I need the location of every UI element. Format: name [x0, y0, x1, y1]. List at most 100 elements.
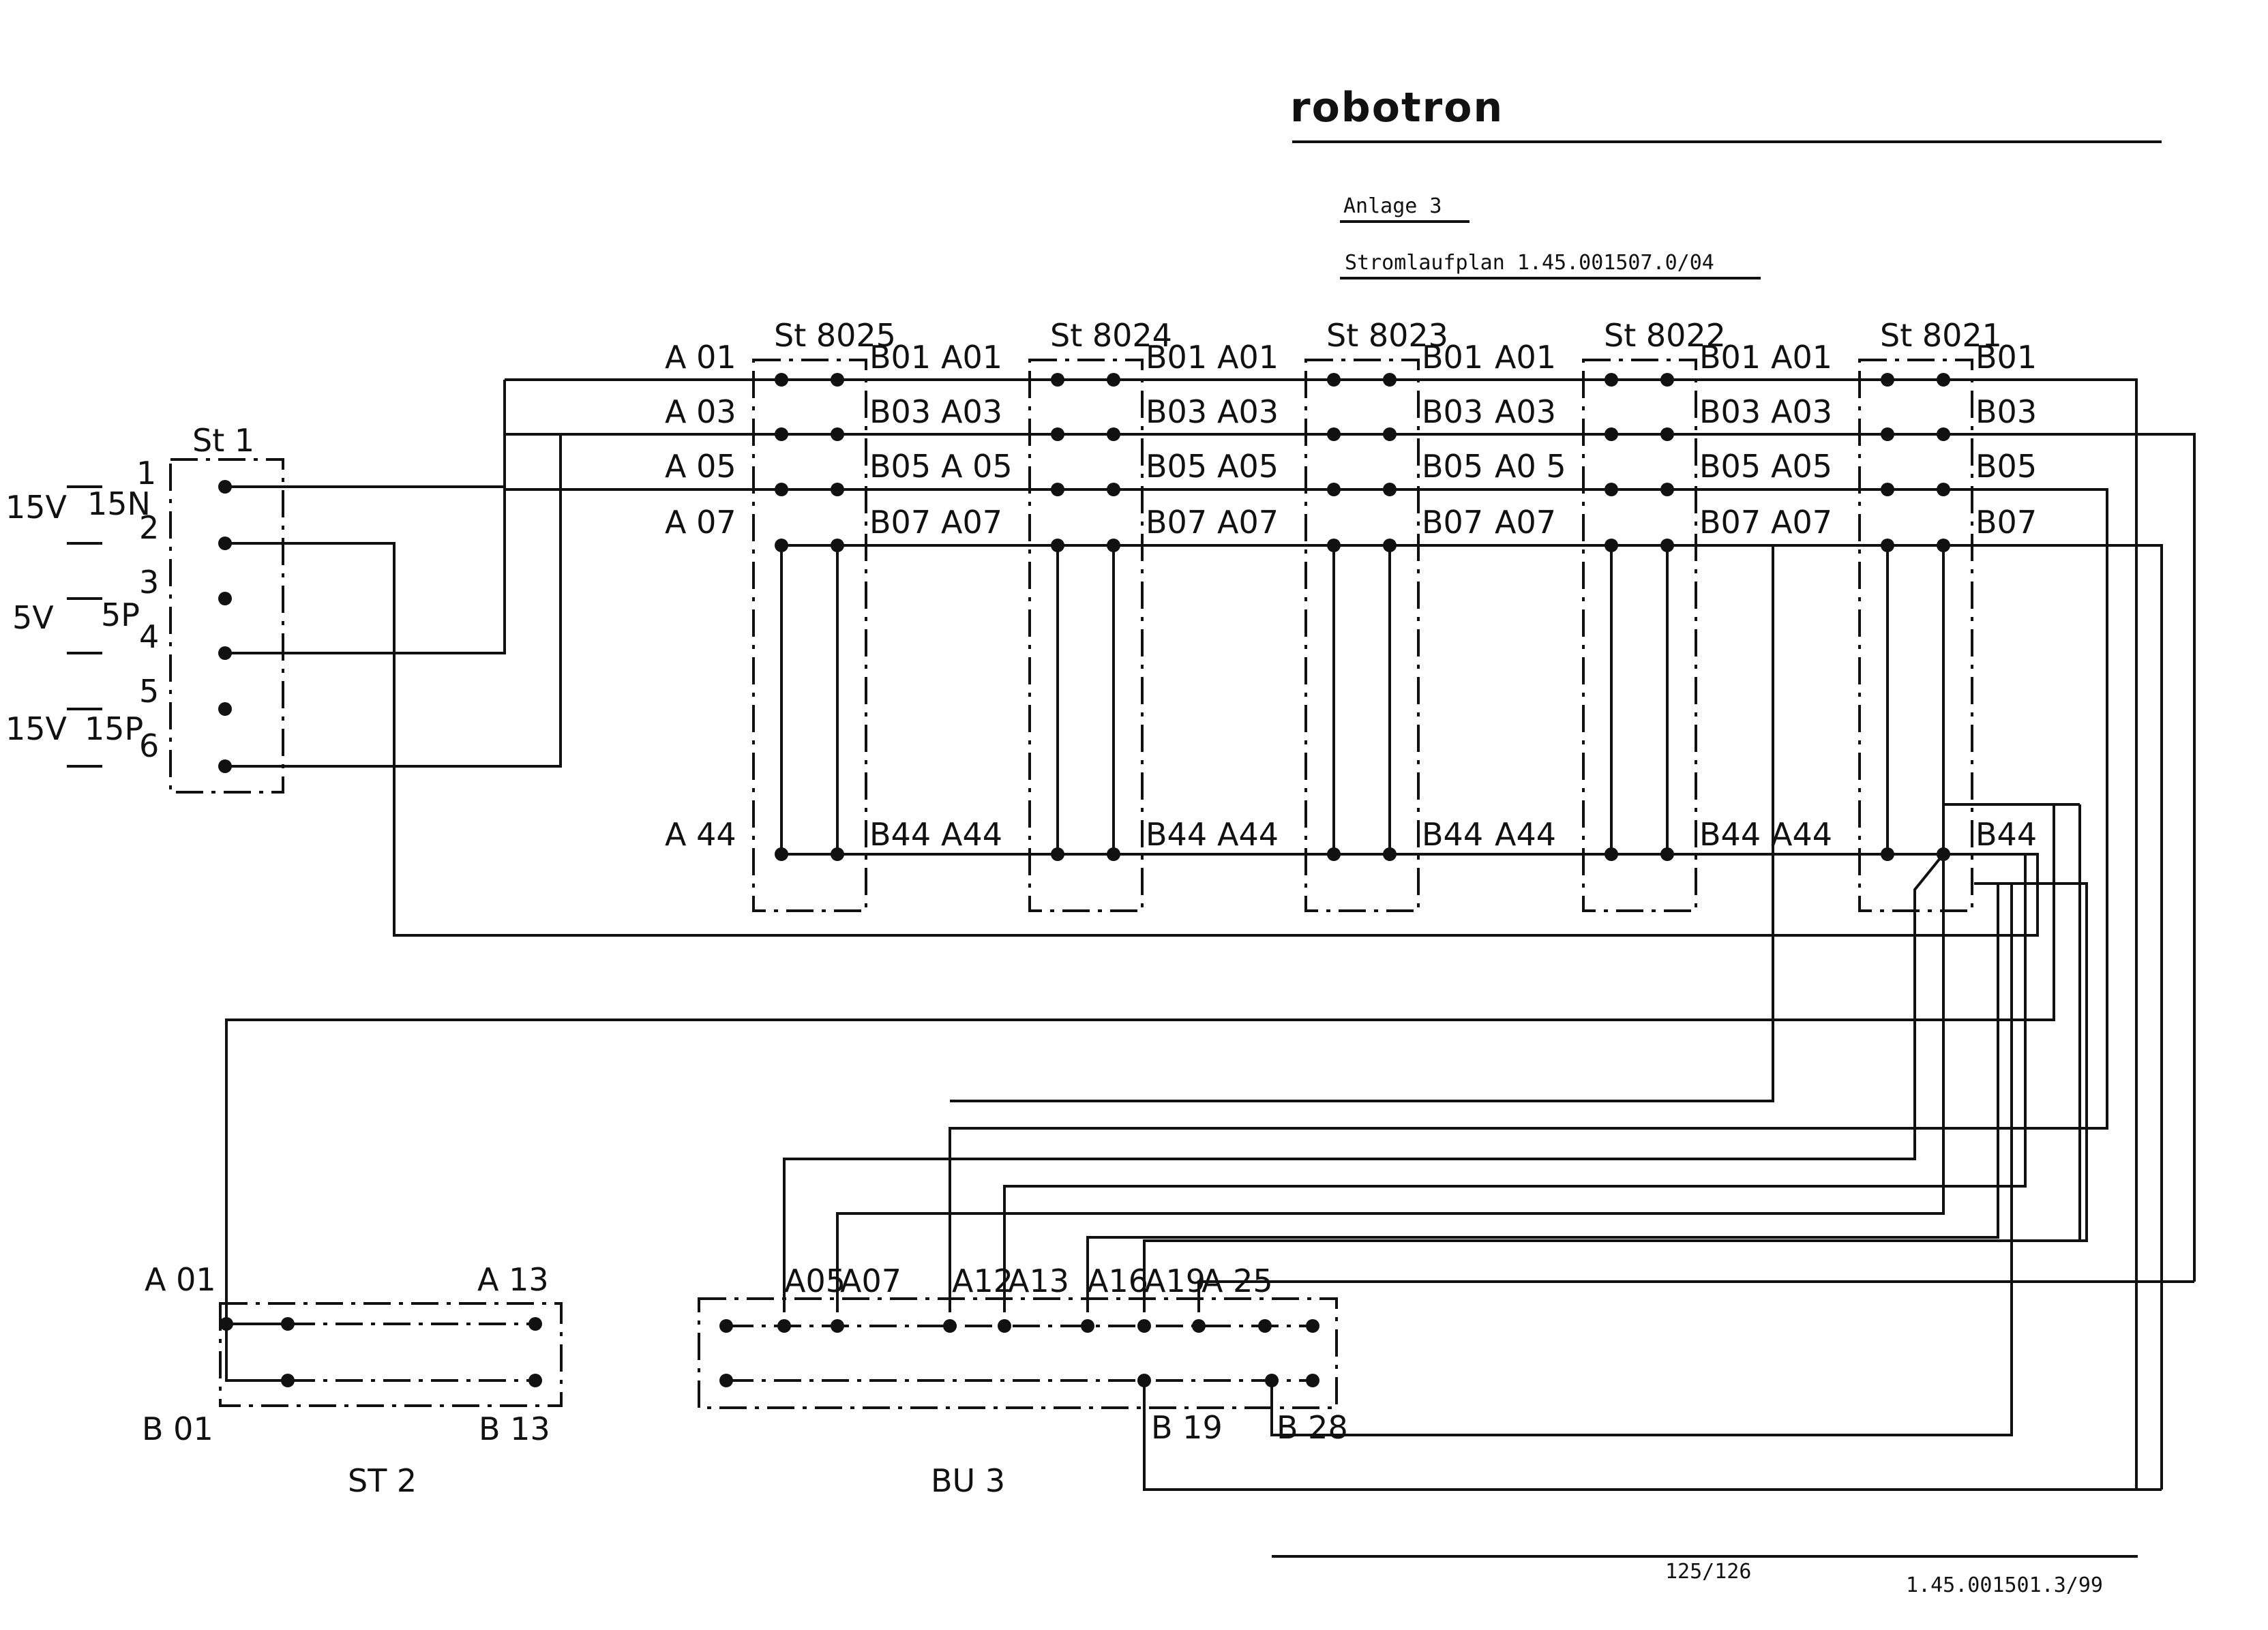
wire-bu3-a16 [1086, 884, 1999, 1312]
slot-b-pin-label: B01 [869, 339, 931, 376]
wire-bu3-a13 [1003, 854, 2027, 1312]
slot-a-pin-label: A07 [1217, 504, 1279, 541]
feed-15p [225, 434, 562, 768]
slot-b-pin-label: B03 [1422, 393, 1483, 430]
voltage-15p-label: 15P [85, 710, 143, 747]
bu3-pin-a25: A 25 [1202, 1263, 1273, 1299]
bu3-pin-a13: A13 [1008, 1263, 1069, 1299]
voltage-5v-label: 5V [12, 599, 54, 636]
slot-b-pin-label: B44 [1422, 816, 1483, 853]
slot-name: St 8025 [774, 317, 896, 354]
feed-ground [225, 542, 2039, 937]
connector-bu3: A05 A07 A12 A13 A16 A19 A 25 B 19 B 28 B… [698, 1263, 1348, 1499]
st1-voltage-labels: 15V 15N 5V 5P 15V 15P [5, 485, 151, 747]
connector-st1: St 1 1 2 3 4 5 6 15V 15N 5V 5P 15V 15P [5, 422, 284, 794]
slot-frame [1304, 359, 1420, 912]
slot-b-pin-label: B03 [1975, 393, 2037, 430]
voltage-5p-label: 5P [101, 597, 140, 633]
slot-name: St 8023 [1326, 317, 1448, 354]
footer: 125/126 1.45.001501.3/99 [1272, 1555, 2138, 1597]
bu3-row-b-node [1265, 1374, 1279, 1387]
bu3-row-a-node [777, 1319, 791, 1333]
slot-frame [1028, 359, 1144, 912]
slot-a-pin-label: A01 [1495, 339, 1556, 376]
slot-a-pin-label: A03 [1771, 393, 1832, 430]
bus-line-03 [505, 433, 2196, 1282]
slot-a-pin-label: A07 [941, 504, 1002, 541]
wire-bu3-a07 [836, 854, 1945, 1312]
slot-a-pin-label: A03 [941, 393, 1002, 430]
slot-a-pin-label: A07 [1495, 504, 1556, 541]
page-number: 125/126 [1665, 1560, 1751, 1584]
plan-title: Stromlaufplan 1.45.001507.0/04 [1345, 251, 1714, 275]
bu3-nodes [719, 1319, 1319, 1387]
brand-logo: robotron [1290, 84, 1504, 132]
slot-b-pin-label: B03 [869, 393, 931, 430]
wire-bu3-a12-feed [950, 545, 1774, 1102]
bus-line-05 [505, 488, 2108, 1312]
slot-b-pin-label: B05 [1699, 448, 1761, 485]
bu3-row-a-node [831, 1319, 844, 1333]
slot-b-pin-label: B03 [1699, 393, 1761, 430]
slot-b-pin-label: B44 [869, 816, 931, 853]
bu3-pin-a12: A12 [952, 1263, 1013, 1299]
slot-name: St 8021 [1880, 317, 2002, 354]
st1-pin-node [218, 592, 232, 605]
feed-wires [225, 380, 2039, 937]
st1-pin-6: 6 [139, 727, 159, 764]
st2-node [220, 1317, 233, 1331]
wire-bu3-a19 [1143, 882, 2088, 1312]
bus-line-07 [781, 544, 2163, 1490]
bu3-pin-a07: A07 [840, 1263, 901, 1299]
slot-b-pin-label: B01 [1975, 339, 2037, 376]
st1-name: St 1 [192, 422, 254, 459]
bu3-row-a-node [943, 1319, 957, 1333]
slot-a-pin-label: A03 [1495, 393, 1556, 430]
bu3-frame [698, 1297, 1338, 1409]
st2-pin-a01: A 01 [145, 1261, 216, 1298]
slot-name: St 8024 [1050, 317, 1172, 354]
slot-a-pin-label: A 01 [665, 339, 736, 376]
wire-bu3-a25 [1197, 1280, 2194, 1312]
slot-frame [1582, 359, 1697, 912]
feed-5p [225, 380, 506, 654]
voltage-15v-b-label: 15V [5, 710, 68, 747]
slot-b-pin-label: B07 [869, 504, 931, 541]
bu3-row-a-node [1081, 1319, 1094, 1333]
wire-bu3-b19 [1143, 1380, 2162, 1491]
bu3-row-a-node [719, 1319, 733, 1333]
slot-a-pin-label: A 05 [665, 448, 736, 485]
slot-a-pin-label: A05 [1217, 448, 1279, 485]
voltage-15n-label: 15N [87, 485, 151, 522]
slot-a-pin-label: A 05 [941, 448, 1013, 485]
slot-b-pin-label: B01 [1422, 339, 1483, 376]
bu3-row-b-node [719, 1374, 733, 1387]
slot-b-pin-label: B07 [1146, 504, 1207, 541]
bu3-row-b-node [1137, 1374, 1151, 1387]
slot-b-pin-label: B05 [1146, 448, 1207, 485]
slot-b-pin-label: B03 [1146, 393, 1207, 430]
slot-frame [752, 359, 867, 912]
st1-pin-labels: 1 2 3 4 5 6 [136, 455, 159, 764]
document-number: 1.45.001501.3/99 [1906, 1573, 2103, 1597]
st2-node [528, 1317, 542, 1331]
output-wires [225, 545, 2194, 1491]
bu3-row-b-node [1306, 1374, 1319, 1387]
st2-pin-b01: B 01 [142, 1410, 213, 1447]
slot-a-pin-label: A44 [1495, 816, 1556, 853]
slot-a-pin-label: A01 [941, 339, 1002, 376]
slot-b-pin-label: B07 [1975, 504, 2037, 541]
st1-pin-node [218, 702, 232, 716]
slot-a-pin-label: A01 [1771, 339, 1832, 376]
st2-node [281, 1374, 295, 1387]
st1-pin-1: 1 [136, 455, 156, 492]
bu3-name: BU 3 [931, 1462, 1005, 1499]
slot-a-pin-label: A03 [1217, 393, 1279, 430]
connector-st2: A 01 A 13 B 01 B 13 ST 2 [142, 1261, 563, 1499]
bu3-pin-a16: A16 [1087, 1263, 1148, 1299]
slot-a-pin-label: A44 [1771, 816, 1832, 853]
wire-b44-cross [1942, 803, 2080, 854]
bu3-row-a-node [1137, 1319, 1151, 1333]
